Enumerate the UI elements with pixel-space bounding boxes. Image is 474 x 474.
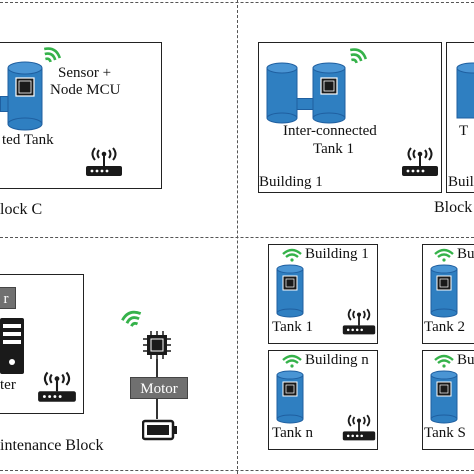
building-br-title: Building xyxy=(457,352,474,368)
tank-icon xyxy=(276,264,304,318)
motor-wire xyxy=(156,399,158,419)
router-icon xyxy=(86,147,122,176)
horizontal-divider xyxy=(0,237,474,238)
router-icon xyxy=(38,371,76,402)
block-c-label: lock C xyxy=(0,201,43,218)
small-box-label: r xyxy=(0,287,16,309)
wifi-icon xyxy=(282,248,302,262)
building-1-label: Building 1 xyxy=(259,174,323,190)
building-bl-tank: Tank n xyxy=(272,425,314,441)
wifi-icon xyxy=(434,248,454,262)
sensor-label-line1: Sensor + xyxy=(58,65,112,81)
building-tr-tank: Tank 2 xyxy=(424,319,466,335)
router-icon xyxy=(342,414,376,441)
bottom-border xyxy=(0,470,474,471)
computer-icon xyxy=(0,318,24,374)
wifi-icon xyxy=(43,47,62,63)
wifi-icon xyxy=(121,310,142,327)
interconnected-label-line2: Tank 1 xyxy=(313,141,355,157)
building-br-tank: Tank S xyxy=(424,425,466,441)
tank-icon xyxy=(266,62,298,124)
tank-icon xyxy=(312,62,346,124)
block-b-label: Block xyxy=(434,199,473,216)
computer-label: ter xyxy=(0,377,16,393)
building-right-label: Build xyxy=(448,174,474,190)
wifi-icon xyxy=(282,354,302,368)
partial-t-label: T xyxy=(459,123,469,139)
sensor-label-line2: Node MCU xyxy=(50,82,121,98)
tank-icon xyxy=(456,62,474,119)
building-tl-tank: Tank 1 xyxy=(272,319,314,335)
chip-icon xyxy=(143,331,171,359)
interconnected-label-line1: Inter-connected xyxy=(283,123,377,139)
wifi-icon xyxy=(434,354,454,368)
tank-icon xyxy=(276,370,304,424)
battery-icon xyxy=(142,419,177,441)
tank-label: ted Tank xyxy=(2,132,54,148)
building-bl-title: Building n xyxy=(305,352,369,368)
tank-icon xyxy=(7,61,43,131)
motor-label: Motor xyxy=(130,377,188,399)
building-tr-title: Building xyxy=(457,246,474,262)
router-icon xyxy=(402,147,438,176)
tank-icon xyxy=(430,370,458,424)
tank-icon xyxy=(430,264,458,318)
maintenance-block-label: intenance Block xyxy=(0,437,104,454)
top-border xyxy=(0,2,474,3)
wifi-icon xyxy=(349,48,368,64)
router-icon xyxy=(342,308,376,335)
building-tl-title: Building 1 xyxy=(305,246,369,262)
motor-wire xyxy=(156,359,158,377)
